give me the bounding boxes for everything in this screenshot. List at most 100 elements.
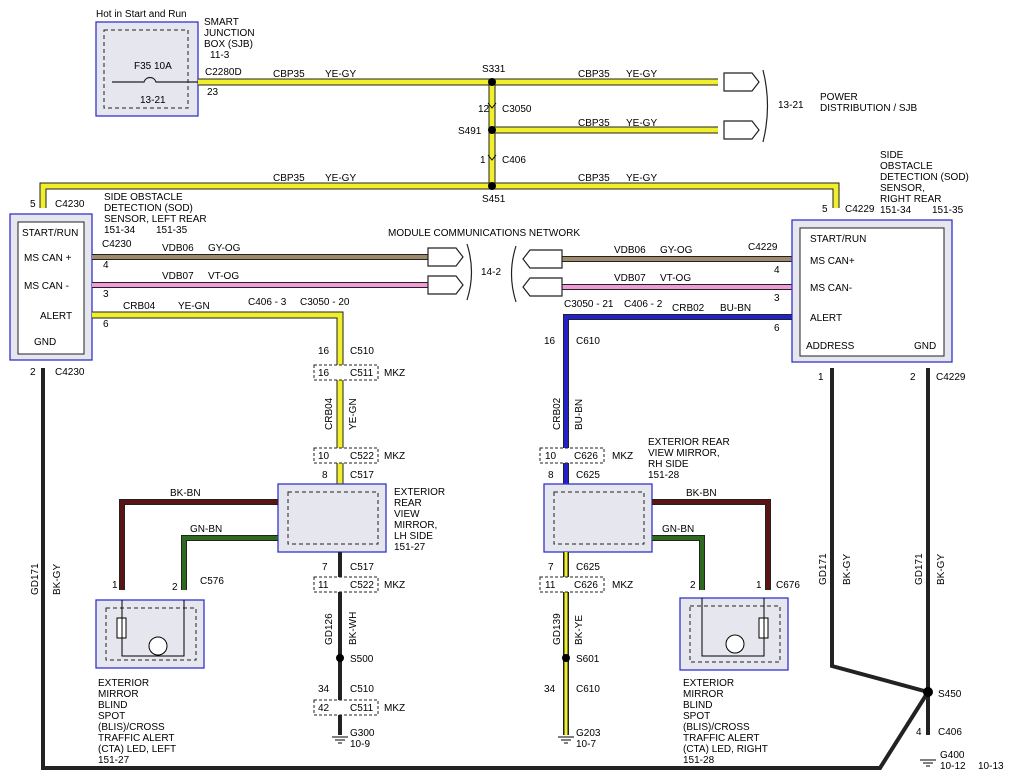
- led-right-inner: [689, 605, 781, 663]
- sod-left-pin-alert: ALERT: [40, 311, 72, 322]
- splice-s491-dot: [488, 126, 496, 134]
- crb04-label: CRB04: [123, 301, 156, 312]
- bkbn-label-rh: BK-BN: [686, 488, 717, 499]
- ground-g400-ref: 10-12: [940, 761, 966, 772]
- conn-c626-bottom: C626: [574, 580, 598, 591]
- pin-1-c576: 1: [112, 580, 118, 591]
- conn-c511-top: C511: [350, 368, 374, 379]
- led-left-label-8: 151-27: [98, 755, 130, 766]
- sod-left-ref-1: 151-34: [104, 225, 136, 236]
- sod-right-ref-2: 151-35: [932, 205, 964, 216]
- conn-c3050-20: C3050 - 20: [300, 297, 350, 308]
- splice-s601: S601: [576, 654, 600, 665]
- conn-c522-bottom: C522: [350, 580, 374, 591]
- led-right-label-8: 151-28: [683, 755, 715, 766]
- pin-4-left: 4: [103, 260, 109, 271]
- conn-c406-3: C406 - 3: [248, 297, 287, 308]
- mirror-lh-box: [277, 483, 387, 553]
- led-right-box: [679, 597, 789, 671]
- c522-lh-bottom-box: [313, 576, 379, 593]
- pin-11-c522: 11: [318, 580, 329, 591]
- mkz-5: MKZ: [612, 451, 633, 462]
- conn-c3050-21: C3050 - 21: [564, 299, 614, 310]
- conn-c406-2: C406 - 2: [624, 299, 663, 310]
- power-plug-2-icon: [723, 120, 760, 140]
- led-left-label-5: (BLIS)/CROSS: [98, 722, 165, 733]
- sod-right-label-5: RIGHT REAR: [880, 194, 942, 205]
- sod-left-label-3: SENSOR, LEFT REAR: [104, 214, 207, 225]
- mkz-3: MKZ: [384, 580, 405, 591]
- conn-c406-bottom: C406: [938, 727, 962, 738]
- pin-7-lh: 7: [322, 562, 328, 573]
- mirror-lh-label-4: MIRROR,: [394, 520, 437, 531]
- gd171-vert-mid: GD171: [818, 553, 829, 585]
- gd126-vert: GD126: [324, 613, 335, 645]
- led-right-circuit: [701, 598, 765, 657]
- c511-lh-bottom-box: [313, 699, 379, 716]
- pin-1-right: 1: [818, 372, 824, 383]
- sjb-connector: C2280D: [205, 67, 242, 78]
- sod-left-label-2: DETECTION (SOD): [104, 203, 193, 214]
- conn-c517-bottom: C517: [350, 562, 374, 573]
- pin-1-c676: 1: [756, 580, 762, 591]
- c522-lh-top-box: [313, 447, 379, 464]
- conn-c4229-bottom: C4229: [936, 372, 966, 383]
- sjb-pin: 23: [207, 87, 219, 98]
- bubn-vert: BU-BN: [574, 399, 585, 430]
- c511-lh-box: [313, 364, 379, 381]
- pin-42-c511: 42: [318, 703, 330, 714]
- conn-c406-icon: [487, 154, 497, 161]
- vdb06-label-left: VDB06: [162, 243, 194, 254]
- mirror-lh-label-1: EXTERIOR: [394, 487, 445, 498]
- splice-s451: S451: [482, 194, 506, 205]
- mirror-lh-label-3: VIEW: [394, 509, 420, 520]
- sod-right-label-1: SIDE: [880, 150, 904, 161]
- led-left-bulb-icon: [148, 636, 168, 656]
- pin-16-lh: 16: [318, 346, 330, 357]
- led-left-label-2: MIRROR: [98, 689, 139, 700]
- conn-c510-top: C510: [350, 346, 374, 357]
- pin-2-left: 2: [30, 367, 36, 378]
- led-right-label-2: MIRROR: [683, 689, 724, 700]
- yegy-label-3: YE-GY: [626, 118, 657, 129]
- crb04-vert: CRB04: [324, 397, 335, 430]
- led-left-box: [95, 599, 205, 669]
- cbp35-label-4: CBP35: [273, 173, 305, 184]
- alert-right-wire: [563, 314, 792, 488]
- sod-right-label-4: SENSOR,: [880, 183, 925, 194]
- led-left-label-7: (CTA) LED, LEFT: [98, 744, 176, 755]
- led-left-label-3: BLIND: [98, 700, 127, 711]
- ground-g300-ref: 10-9: [350, 739, 370, 750]
- conn-c3050: C3050: [502, 104, 532, 115]
- pin-34-lh: 34: [318, 684, 330, 695]
- sod-left-pin-mscanp: MS CAN +: [24, 253, 72, 264]
- pin-5-left: 5: [30, 199, 36, 210]
- led-right-label-6: TRAFFIC ALERT: [683, 733, 760, 744]
- conn-c517-top: C517: [350, 470, 374, 481]
- sjb-box: [95, 21, 199, 117]
- gd139-vert: GD139: [552, 613, 563, 645]
- mirror-lh-label-6: 151-27: [394, 542, 426, 553]
- vdb07-label-left: VDB07: [162, 271, 194, 282]
- power-bracket-icon: [762, 69, 769, 143]
- gd171-right-wire-1: [830, 368, 929, 694]
- vtog-label-left: VT-OG: [208, 271, 239, 282]
- conn-c610-bottom: C610: [576, 684, 600, 695]
- splice-s451-dot: [488, 182, 496, 190]
- sjb-name-3: BOX (SJB): [204, 39, 253, 50]
- yegn-vert: YE-GN: [348, 398, 359, 430]
- conn-c3050-icon: [487, 102, 497, 109]
- sod-right-inner: [799, 227, 945, 357]
- gd171-vert-right: GD171: [914, 553, 925, 585]
- sjb-name-4: 11-3: [210, 50, 230, 61]
- sod-left-ref-2: 151-35: [156, 225, 188, 236]
- mirror-rh-box: [543, 483, 653, 553]
- conn-c4229-top: C4229: [845, 204, 875, 215]
- pin-2-c576: 2: [172, 582, 178, 593]
- page-ref: 10-13: [978, 761, 1004, 772]
- pin-3-right: 3: [774, 293, 780, 304]
- led-right-label-7: (CTA) LED, RIGHT: [683, 744, 768, 755]
- pin-8-lh: 8: [322, 470, 328, 481]
- gnbn-label-lh: GN-BN: [190, 524, 222, 535]
- conn-c610-top: C610: [576, 336, 600, 347]
